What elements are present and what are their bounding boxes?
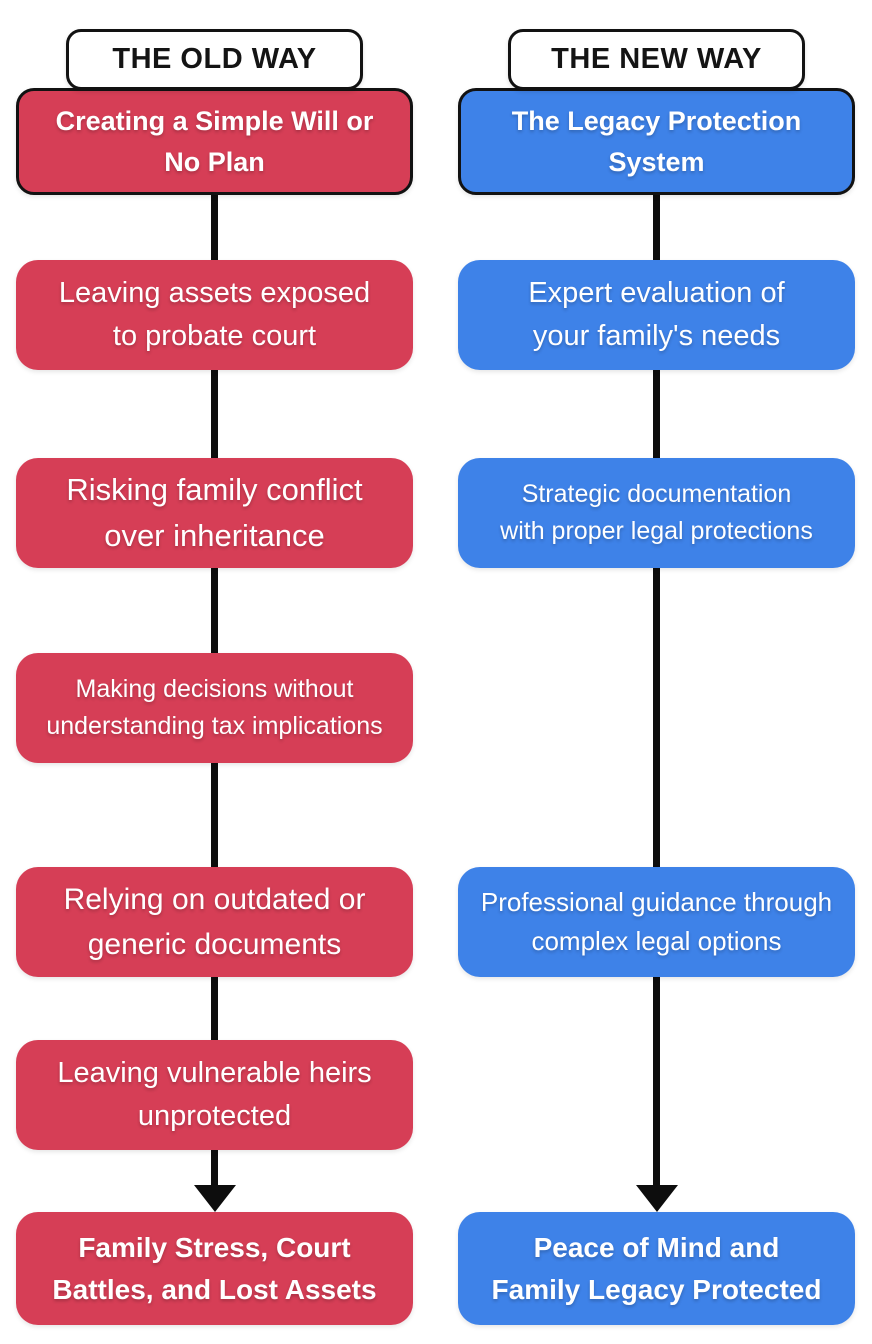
new-way-header-box: THE NEW WAY <box>508 29 805 90</box>
arrow-down-icon-new-way <box>636 1185 678 1212</box>
new-way-title-box: The Legacy Protection System <box>458 88 855 195</box>
new-way-step-strategic-documentation: Strategic documentation with proper lega… <box>458 458 855 568</box>
old-way-header-box: THE OLD WAY <box>66 29 363 90</box>
old-way-result-box: Family Stress, Court Battles, and Lost A… <box>16 1212 413 1325</box>
old-way-step-outdated-documents: Relying on outdated or generic documents <box>16 867 413 977</box>
old-way-step-probate: Leaving assets exposed to probate court <box>16 260 413 370</box>
old-way-step-conflict: Risking family conflict over inheritance <box>16 458 413 568</box>
new-way-result-box: Peace of Mind and Family Legacy Protecte… <box>458 1212 855 1325</box>
old-way-title-box: Creating a Simple Will or No Plan <box>16 88 413 195</box>
arrow-down-icon-old-way <box>194 1185 236 1212</box>
column-old-way: THE OLD WAY Creating a Simple Will or No… <box>16 0 413 1344</box>
old-way-step-vulnerable-heirs: Leaving vulnerable heirs unprotected <box>16 1040 413 1150</box>
new-way-step-expert-evaluation: Expert evaluation of your family's needs <box>458 260 855 370</box>
old-way-step-tax: Making decisions without understanding t… <box>16 653 413 763</box>
column-new-way: THE NEW WAY The Legacy Protection System… <box>458 0 855 1344</box>
new-way-step-professional-guidance: Professional guidance through complex le… <box>458 867 855 977</box>
flow-line-new-way <box>653 150 660 1186</box>
